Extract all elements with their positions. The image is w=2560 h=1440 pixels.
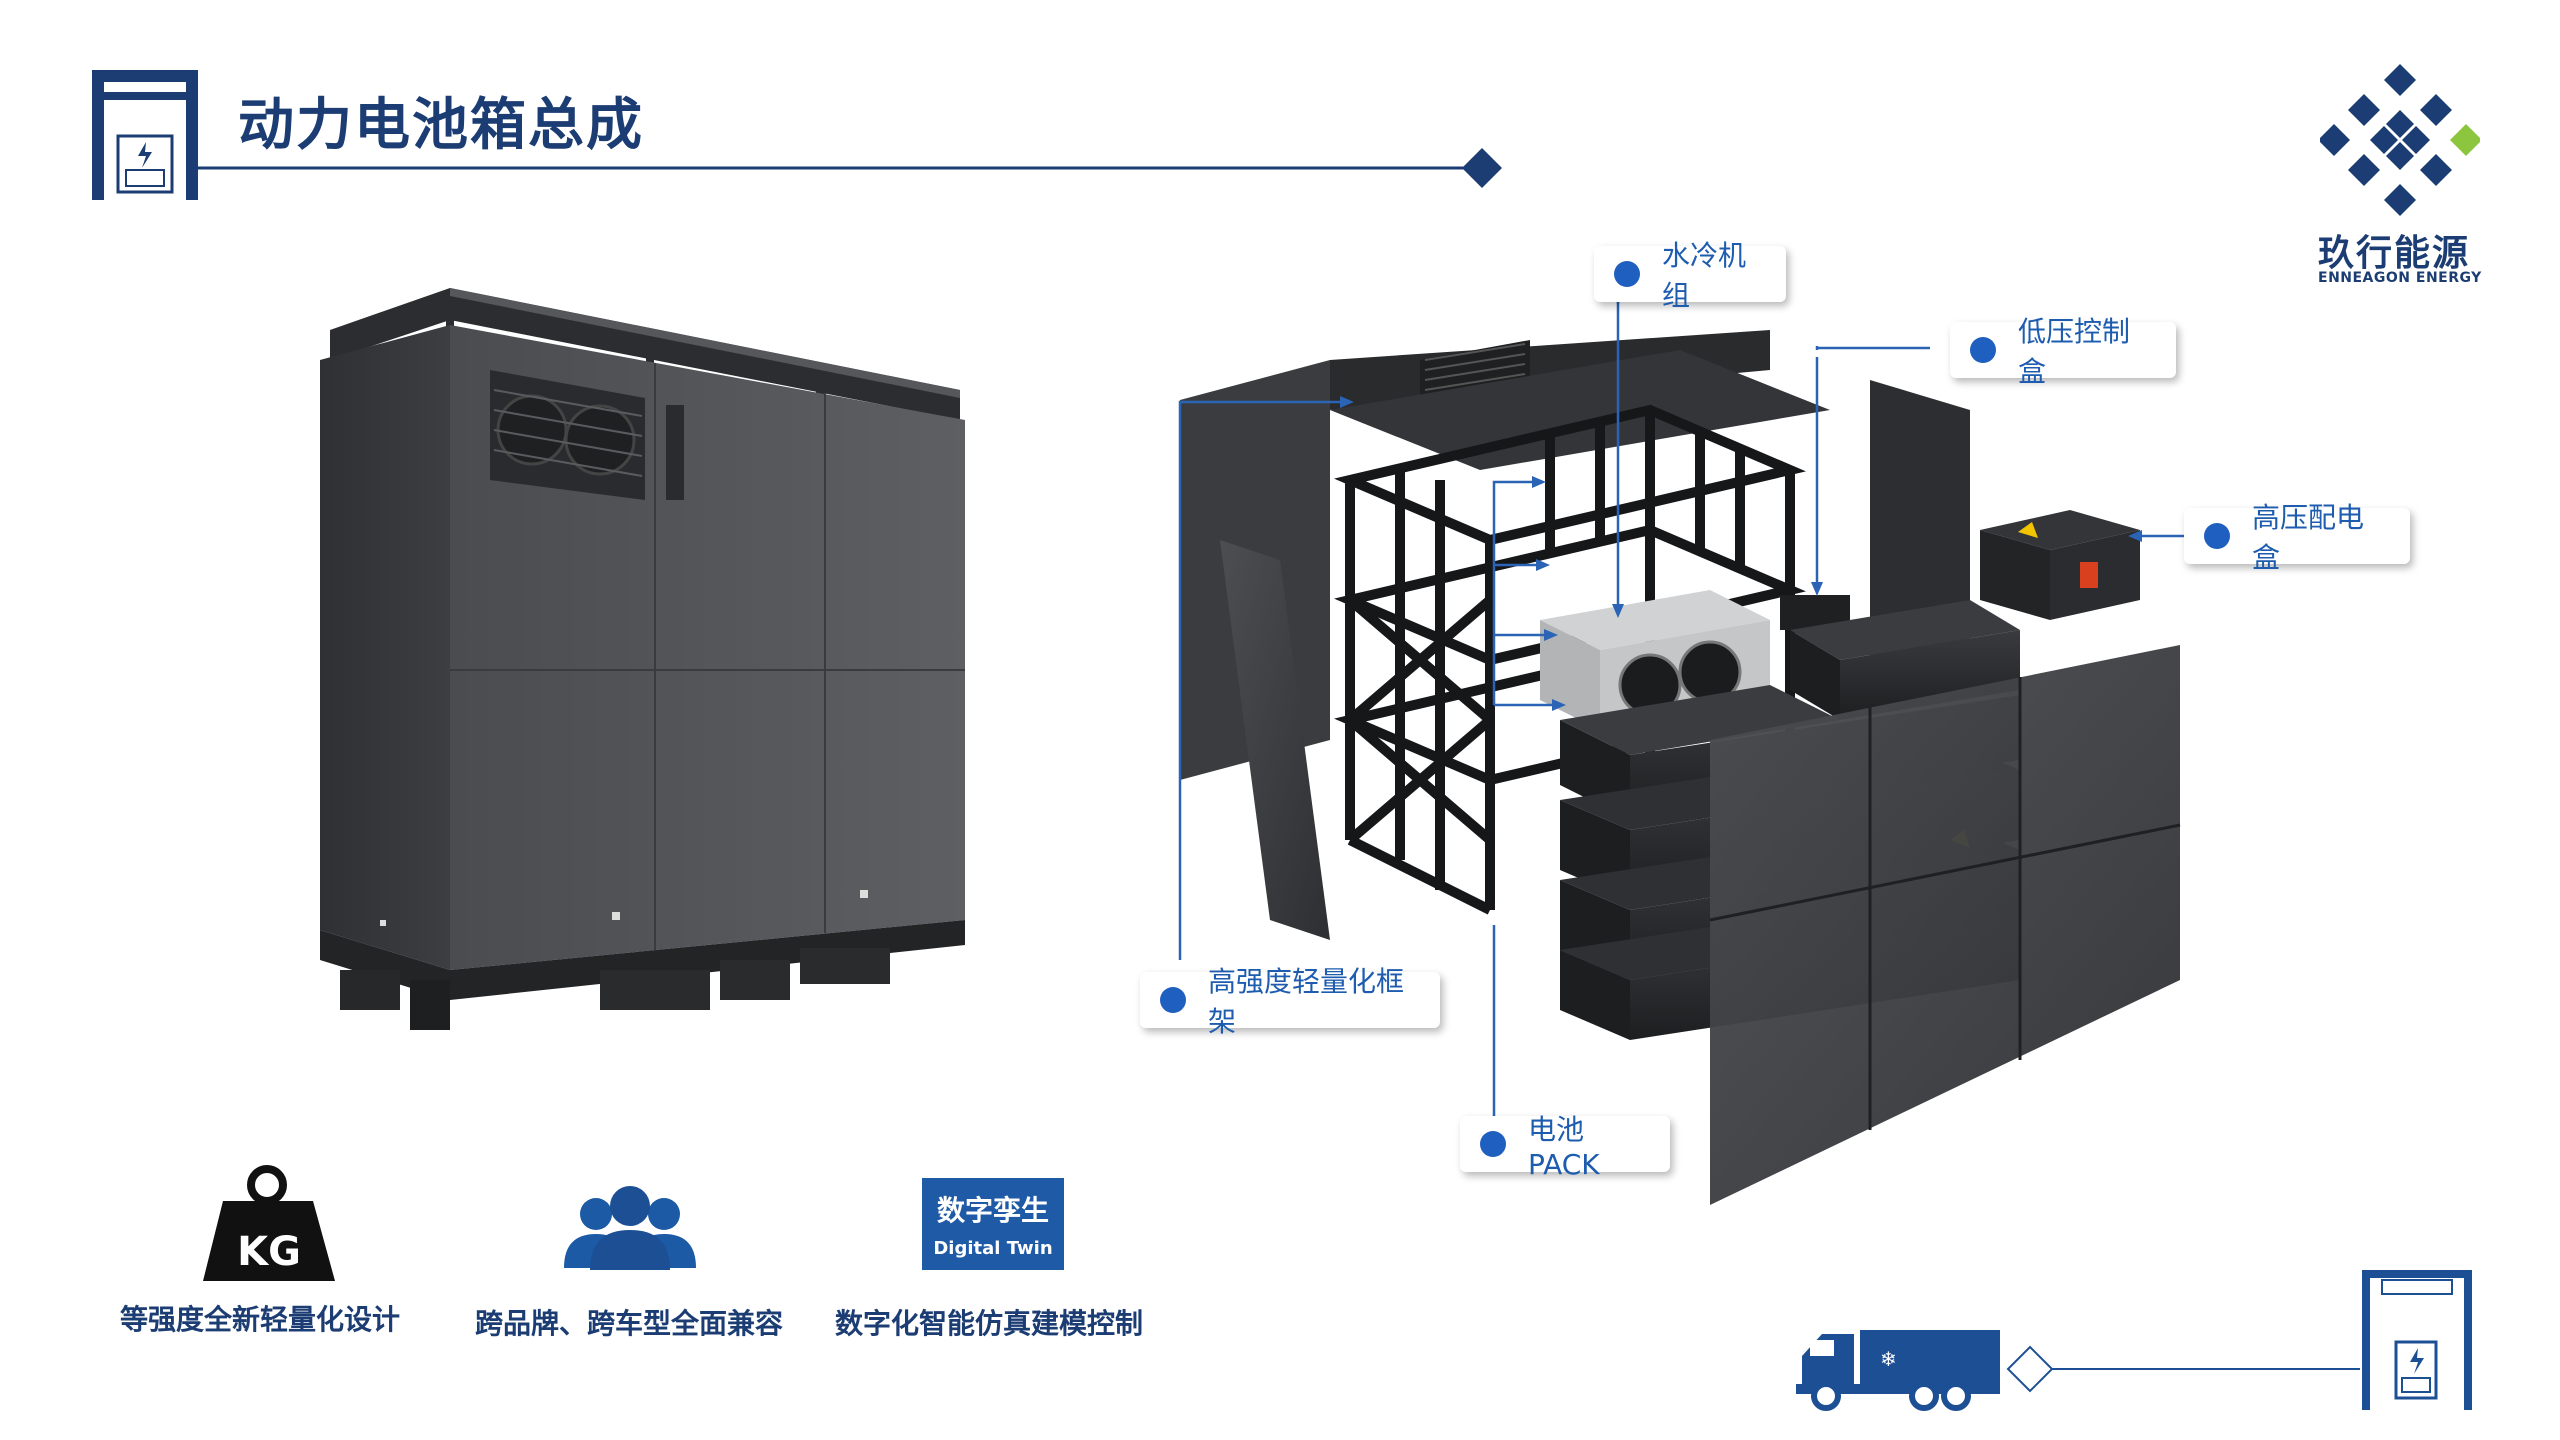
digital-twin-title: 数字孪生 — [937, 1194, 1049, 1227]
digital-twin-subtitle: Digital Twin — [933, 1238, 1052, 1259]
callout-label: 水冷机组 — [1662, 239, 1747, 312]
feature-label-lightweight: 等强度全新轻量化设计 — [120, 1303, 401, 1336]
feature-label-digital-twin: 数字化智能仿真建模控制 — [835, 1307, 1144, 1340]
battery-swap-station-icon — [2362, 1270, 2472, 1410]
page-title: 动力电池箱总成 — [238, 93, 644, 158]
digital-twin-icon: 数字孪生 Digital Twin — [922, 1178, 1064, 1270]
header-graphics — [92, 70, 1502, 200]
assembled-battery-cabinet-image — [320, 288, 965, 1030]
callout-label: 高强度轻量化框架 — [1208, 965, 1405, 1038]
callout-battery-pack: 电池PACK — [1460, 1113, 1670, 1181]
feature-label-compatibility: 跨品牌、跨车型全面兼容 — [475, 1307, 784, 1340]
weight-badge-text: KG — [237, 1229, 301, 1275]
users-group-icon — [564, 1186, 696, 1270]
callout-lightweight-frame: 高强度轻量化框架 — [1140, 965, 1440, 1038]
callout-dot — [1614, 261, 1640, 287]
callout-label: 高压配电盒 — [2252, 501, 2365, 574]
callout-label: 低压控制盒 — [2018, 315, 2131, 388]
callout-dot — [1970, 337, 1996, 363]
brand-name-cn: 玖行能源 — [2318, 233, 2471, 274]
svg-text:❄: ❄ — [1880, 1347, 1897, 1371]
battery-swap-station-icon — [92, 70, 198, 200]
footer-graphics: ❄ — [1796, 1270, 2472, 1411]
callout-dot — [2204, 523, 2230, 549]
callout-label: 电池PACK — [1528, 1112, 1600, 1181]
exploded-battery-assembly-image — [1178, 300, 2200, 1205]
truck-icon: ❄ — [1796, 1330, 2000, 1411]
callout-water-cooling-unit: 水冷机组 — [1594, 239, 1786, 312]
enneagon-logo-icon — [2320, 64, 2480, 216]
callout-high-voltage-distribution-box: 高压配电盒 — [2184, 501, 2410, 574]
brand-name-en: ENNEAGON ENERGY — [2318, 270, 2482, 286]
callout-low-voltage-control-box: 低压控制盒 — [1950, 315, 2176, 388]
callout-dot — [1160, 987, 1186, 1013]
callout-dot — [1480, 1131, 1506, 1157]
weight-kg-icon: KG — [203, 1165, 335, 1281]
